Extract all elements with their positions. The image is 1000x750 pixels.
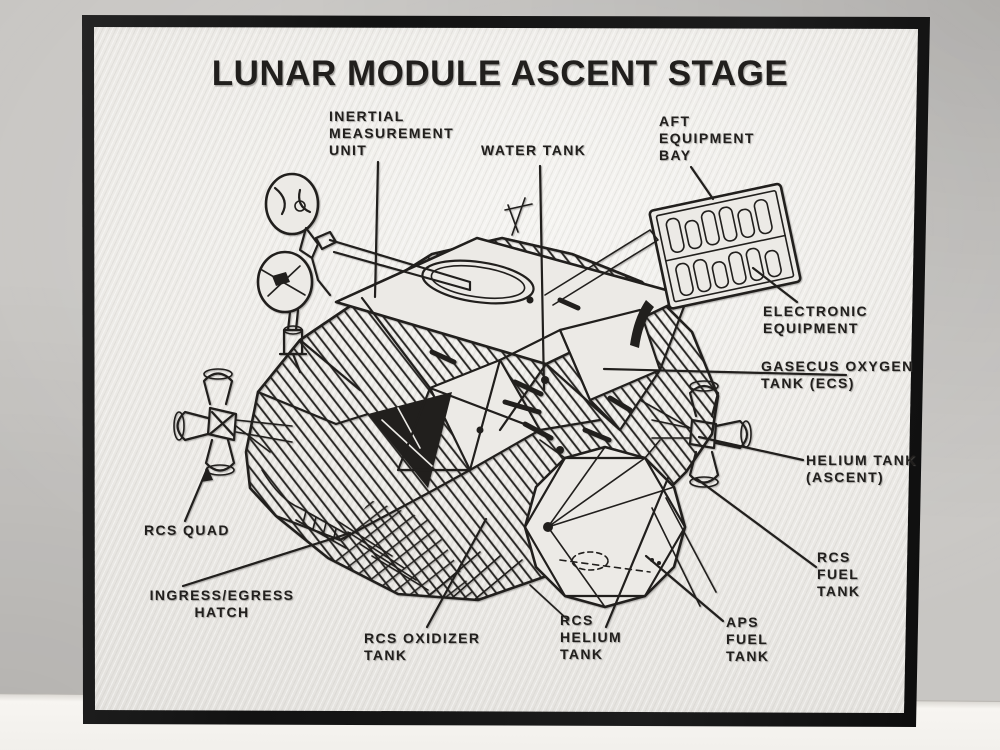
sband-dish-antenna	[256, 250, 314, 374]
label-aps-fuel-tank: APS FUEL TANK	[726, 614, 769, 665]
label-rcs-quad: RCS QUAD	[144, 522, 230, 539]
label-line: INGRESS/EGRESS	[149, 587, 295, 603]
label-line: FUEL	[726, 631, 769, 647]
label-line: TANK	[364, 647, 408, 663]
label-line: FUEL	[817, 566, 860, 582]
aft-equipment-bay-panel	[648, 182, 802, 310]
label-line: TANK (ECS)	[761, 375, 855, 391]
label-line: INERTIAL	[329, 108, 405, 124]
aps-fuel-tank-sphere	[523, 439, 717, 621]
label-line: BAY	[659, 147, 692, 163]
label-line: WATER TANK	[481, 142, 587, 158]
label-line: RCS OXIDIZER	[364, 630, 481, 646]
label-line: GASECUS OXYGEN	[761, 358, 914, 374]
label-line: UNIT	[329, 142, 368, 158]
label-line: TANK	[726, 648, 770, 664]
porch-rails	[261, 469, 351, 549]
label-line: HELIUM TANK	[806, 452, 917, 468]
label-inertial-measurement-unit: INERTIAL MEASUREMENT UNIT	[329, 108, 454, 159]
eva-antenna	[504, 197, 533, 236]
label-line: MEASUREMENT	[329, 125, 455, 141]
label-rcs-helium-tank: RCS HELIUM TANK	[560, 612, 622, 663]
plaque-title: LUNAR MODULE ASCENT STAGE	[211, 54, 789, 93]
label-line: APS	[726, 614, 759, 630]
label-line: TANK	[560, 646, 604, 662]
label-helium-tank-ascent: HELIUM TANK (ASCENT)	[806, 452, 917, 486]
label-ingress-egress-hatch: INGRESS/EGRESS HATCH	[146, 587, 298, 621]
label-line: AFT	[659, 113, 691, 129]
label-line: HELIUM	[560, 629, 623, 645]
label-rcs-fuel-tank: RCS FUEL TANK	[817, 549, 860, 600]
label-line: (ASCENT)	[806, 469, 885, 485]
label-line: RCS	[560, 612, 594, 628]
label-line: RCS QUAD	[144, 522, 230, 538]
label-line: RCS	[817, 549, 851, 565]
label-line: TANK	[817, 583, 861, 599]
label-line: EQUIPMENT	[763, 320, 859, 336]
blade-antenna	[544, 229, 659, 348]
label-rcs-oxidizer-tank: RCS OXIDIZER TANK	[364, 630, 480, 664]
label-line: ELECTRONIC	[763, 303, 868, 319]
rcs-quad-left	[173, 368, 293, 476]
label-line: EQUIPMENT	[659, 130, 755, 146]
radar-dish-antenna	[264, 172, 472, 297]
label-gaseous-oxygen-tank-ecs: GASECUS OXYGEN TANK (ECS)	[761, 358, 914, 392]
label-line: HATCH	[194, 604, 250, 620]
label-aft-equipment-bay: AFT EQUIPMENT BAY	[659, 113, 755, 164]
label-electronic-equipment: ELECTRONIC EQUIPMENT	[763, 303, 868, 337]
label-water-tank: WATER TANK	[481, 142, 586, 159]
rcs-quad-right	[639, 380, 752, 488]
leader-lines	[181, 160, 848, 629]
